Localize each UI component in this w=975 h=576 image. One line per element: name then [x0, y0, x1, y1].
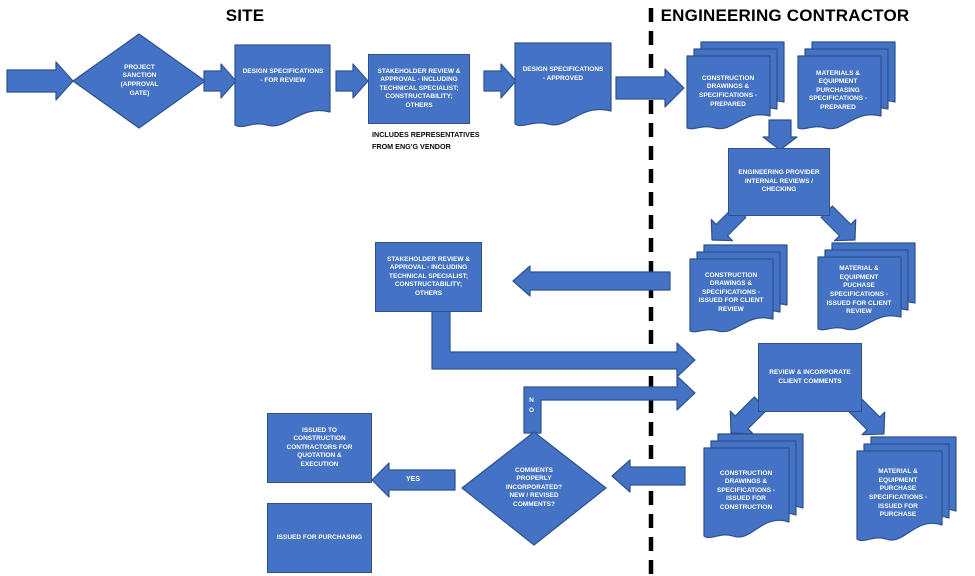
- vendor-note: INCLUDES REPRESENTATIVES FROM ENG'G VEND…: [372, 130, 480, 151]
- site-lane-header: SITE: [225, 6, 265, 25]
- stack-materials-prepared-label: MATERIALS & EQUIPMENT PURCHASING SPECIFI…: [808, 69, 868, 111]
- stack-construction-prepared-label: CONSTRUCTION DRAWINGS & SPECIFICATIONS -…: [698, 74, 758, 108]
- process-stakeholder-review-2: STAKEHOLDER REVIEW & APPROVAL - INCLUDIN…: [375, 242, 482, 312]
- stack-construction-issued-label: CONSTRUCTION DRAWINGS & SPECIFICATIONS -…: [716, 469, 776, 511]
- arrow-specs-to-stakeholder: [335, 63, 369, 99]
- arrow-stakeholder-to-approved: [483, 63, 517, 99]
- document-design-specs-approved-label: DESIGN SPECIFICATIONS - APPROVED: [522, 66, 604, 82]
- process-provider-internal-reviews: ENGINEERING PROVIDER INTERNAL REVIEWS / …: [728, 148, 830, 216]
- connector-stakeholder-to-review: [431, 309, 696, 378]
- stack-material-client-review-label: MATERIAL & EQUIPMENT PUCHASE SPECIFICATI…: [826, 265, 892, 316]
- arrow-approved-to-contractor: [615, 68, 685, 108]
- decision-project-sanction-label: PROJECT SANCTION (APPROVAL GATE): [120, 63, 159, 97]
- no-edge-label: NO: [528, 397, 535, 414]
- process-stakeholder-review-1: STAKEHOLDER REVIEW & APPROVAL - INCLUDIN…: [368, 54, 470, 124]
- arrow-review-to-construction-docs: [729, 396, 768, 435]
- flow-arrow-start: [6, 61, 74, 101]
- process-issued-to-construction: ISSUED TO CONSTRUCTION CONTRACTORS FOR Q…: [267, 413, 372, 483]
- decision-comments-label: COMMENTS PROPERLY INCORPORATED? NEW / RE…: [505, 466, 563, 508]
- document-design-specs-review-label: DESIGN SPECIFICATIONS - FOR REVIEW: [242, 68, 324, 84]
- process-issued-for-purchasing: ISSUED FOR PURCHASING: [267, 503, 372, 573]
- process-review-incorporate-comments: REVIEW & INCORPORATE CLIENT COMMENTS: [758, 343, 862, 412]
- contractor-lane-header: ENGINEERING CONTRACTOR: [660, 6, 910, 25]
- document-design-specs-review-shape: [234, 44, 331, 128]
- decision-comments-shape: [461, 431, 607, 546]
- yes-edge-label: YES: [405, 476, 420, 483]
- stack-construction-client-review-label: CONSTRUCTION DRAWINGS & SPECIFICATIONS -…: [698, 271, 764, 313]
- arrow-yes: [371, 462, 456, 498]
- arrow-client-review-to-site: [512, 265, 671, 297]
- arrow-prepared-down: [762, 119, 798, 151]
- connector-no-to-review: [523, 375, 696, 434]
- stack-material-issued-label: MATERIAL & EQUIPMENT PURCHASE SPECIFICAT…: [868, 468, 928, 519]
- arrow-sanction-to-specs: [203, 63, 237, 99]
- document-design-specs-approved-shape: [514, 42, 612, 127]
- arrow-comments-to-decision: [611, 459, 686, 493]
